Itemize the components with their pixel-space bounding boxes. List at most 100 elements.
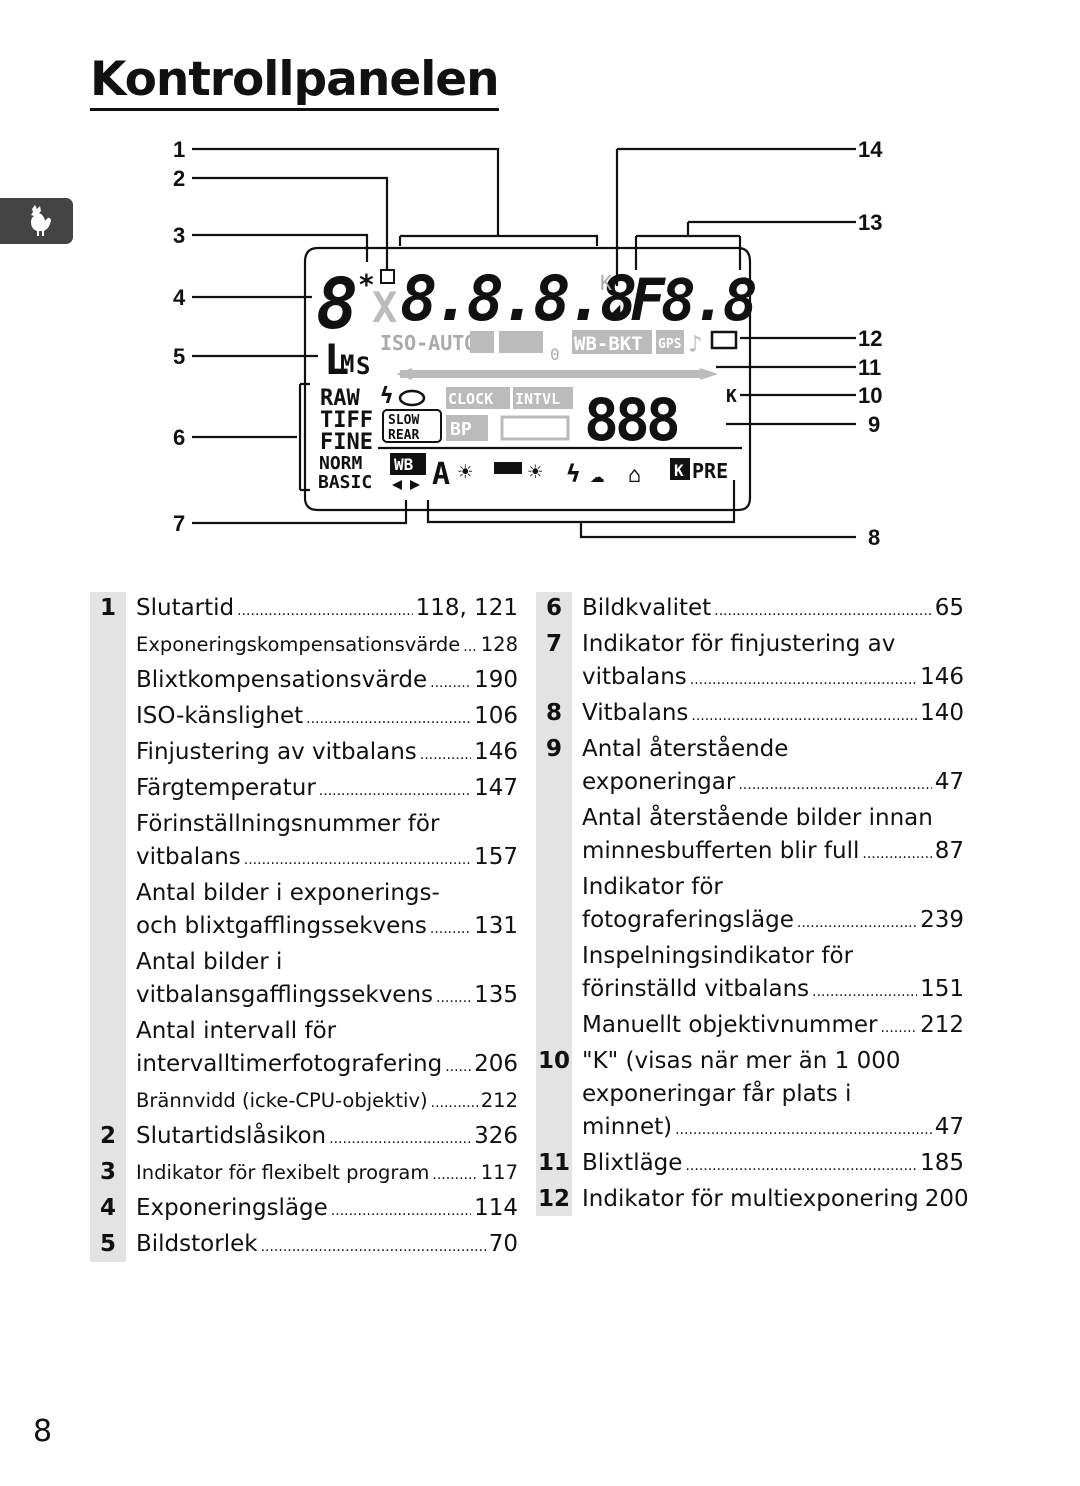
sunlight-icon: ☀	[528, 458, 543, 486]
legend-label: Finjustering av vitbalans	[136, 739, 417, 765]
legend-line: Bildkvalitet65	[582, 592, 964, 628]
leader-dots	[420, 736, 471, 772]
legend-line: Slutartidslåsikon 326	[136, 1120, 518, 1156]
page-reference: 239	[920, 907, 964, 933]
slow-rear-box	[382, 409, 442, 443]
leader-dots	[714, 592, 932, 628]
lcd-norm: NORM	[319, 453, 363, 474]
lcd-k-mark: K	[726, 386, 737, 407]
page-reference: 212	[920, 1012, 964, 1038]
legend-number: 12	[537, 1186, 570, 1212]
incandescent-icon: ☀	[458, 458, 473, 486]
lcd-gps: GPS	[658, 337, 682, 352]
legend-number: 11	[537, 1150, 570, 1176]
page-reference: 157	[474, 844, 518, 870]
number-bar	[90, 592, 126, 1262]
page-reference: 146	[474, 739, 518, 765]
callout-9: 9	[868, 412, 880, 437]
leader-dots	[331, 1192, 471, 1228]
legend-label: vitbalansgafflingssekvens	[136, 982, 434, 1008]
lcd-exposure-mode-digit: 8	[316, 263, 358, 345]
legend-label: Slutartid	[136, 595, 235, 621]
lcd-mode-l: L	[324, 335, 349, 384]
legend-line: Blixtläge185	[582, 1147, 964, 1183]
page-reference: 128	[480, 633, 518, 656]
lcd-star: *	[358, 268, 375, 301]
wb-badge	[390, 453, 426, 475]
legend-label: Antal bilder i	[136, 949, 283, 975]
legend-label: "K" (visas när mer än 1 000	[582, 1048, 901, 1074]
callout-line-2	[192, 176, 389, 271]
legend-label: Exponeringskompensationsvärde	[136, 633, 461, 656]
legend-line: Exponeringskompensationsvärde 128	[136, 628, 518, 664]
legend-label: Antal intervall för	[136, 1018, 337, 1044]
lcd-frame	[303, 246, 752, 512]
lcd-mode-s: S	[356, 352, 370, 380]
legend-number: 2	[99, 1123, 116, 1149]
page-reference: 185	[920, 1150, 964, 1176]
page-reference: 151	[920, 976, 964, 1002]
lcd-zero: 0	[550, 345, 560, 364]
legend-line: minnet)47	[582, 1111, 964, 1147]
legend-line: ISO-känslighet106	[136, 700, 518, 736]
callout-line-8	[579, 522, 856, 539]
legend-label: Blixtkompensationsvärde	[136, 667, 428, 693]
legend-label: Exponeringsläge	[136, 1195, 328, 1221]
legend-number: 4	[99, 1195, 116, 1221]
page-reference: 106	[474, 703, 518, 729]
leader-dots	[812, 973, 917, 1009]
legend-line: Färgtemperatur147	[136, 772, 518, 808]
clock-badge	[446, 387, 510, 409]
lcd-slow: SLOW	[388, 413, 419, 428]
callout-bracket-13	[634, 234, 742, 270]
leader-dots	[738, 766, 931, 802]
page-reference: 114	[474, 1195, 518, 1221]
legend-label: Bildstorlek	[136, 1231, 258, 1257]
page-reference: 117	[480, 1161, 518, 1184]
legend-number: 1	[99, 595, 116, 621]
callout-5: 5	[173, 344, 185, 369]
flash-wb-icon: ϟ	[566, 460, 580, 488]
wb-fine-tune-left-icon	[392, 480, 402, 490]
page-reference: 326	[474, 1123, 518, 1149]
lcd-fine: FINE	[320, 430, 373, 455]
legend-line: Indikator för	[582, 871, 964, 904]
k-badge	[670, 458, 690, 480]
legend-label: minnesbufferten blir full	[582, 838, 860, 864]
callout-7: 7	[173, 511, 185, 536]
legend-line: Antal återstående	[582, 733, 964, 766]
callout-line-13	[686, 220, 856, 236]
page-reference: 70	[488, 1231, 518, 1257]
callout-4: 4	[173, 285, 186, 310]
page-reference: 212	[480, 1089, 518, 1112]
callout-6: 6	[173, 425, 185, 450]
intvl-badge	[513, 387, 573, 409]
legend-line: fotograferingsläge239	[582, 904, 964, 940]
beep-icon: ♪	[688, 330, 702, 358]
legend-label: Vitbalans	[582, 700, 689, 726]
legend-line: och blixtgafflingssekvens131	[136, 910, 518, 946]
shutter-lock-icon	[380, 269, 395, 284]
lcd-tiff: TIFF	[320, 408, 373, 433]
legend-label: vitbalans	[582, 664, 687, 690]
callout-line-14	[615, 147, 856, 286]
legend-label: Slutartidslåsikon	[136, 1123, 327, 1149]
legend-label: intervalltimerfotografering	[136, 1051, 443, 1077]
page-number: 8	[33, 1414, 53, 1449]
leader-dots	[463, 628, 477, 664]
legend-line: vitbalansgafflingssekvens135	[136, 979, 518, 1015]
exposure-meter-bar	[400, 370, 700, 378]
lcd-wb: WB	[394, 455, 414, 474]
legend-label: Antal bilder i exponerings-	[136, 880, 440, 906]
lcd-basic: BASIC	[318, 472, 372, 493]
leader-dots	[306, 700, 471, 736]
shade-icon: ⌂	[628, 463, 641, 488]
legend-label: Bildkvalitet	[582, 595, 712, 621]
leader-dots	[431, 1084, 478, 1120]
section-tab	[0, 198, 73, 244]
callout-10: 10	[858, 383, 882, 408]
legend-line: Antal bilder i exponerings-	[136, 877, 518, 910]
page-reference: 140	[920, 700, 964, 726]
flash-icon: ϟ	[380, 384, 393, 409]
